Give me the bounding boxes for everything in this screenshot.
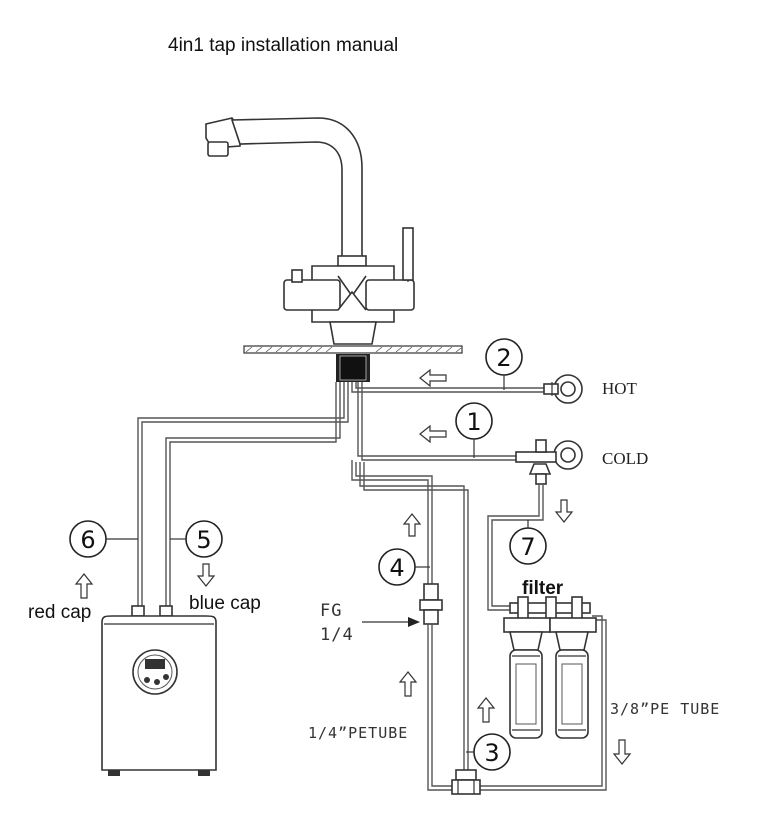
three-eighths-pe-tube-label: 3/8”PE TUBE	[610, 700, 720, 718]
tap-shank	[336, 354, 370, 382]
filter-label: filter	[522, 578, 564, 599]
fg-label-line1: FG	[320, 601, 342, 621]
callout-6: 6	[69, 520, 138, 558]
callout-3-number: 3	[484, 739, 499, 767]
filter-feed-pipe	[487, 484, 544, 611]
quarter-inch-pe-tube-label: 1/4”PETUBE	[308, 724, 408, 742]
callout-4-number: 4	[389, 554, 404, 582]
callout-6-number: 6	[80, 526, 95, 554]
callout-7-number: 7	[520, 533, 535, 561]
faucet-tap	[205, 117, 415, 345]
callout-2-number: 2	[496, 344, 511, 372]
hot-angle-valve	[543, 374, 583, 404]
fg-pointer-arrow	[362, 617, 420, 627]
red-cap-label: red cap	[28, 602, 91, 623]
diagram-title: 4in1 tap installation manual	[168, 35, 398, 56]
cold-angle-valve	[515, 439, 583, 485]
callout-4: 4	[378, 548, 430, 586]
callout-3: 3	[466, 733, 511, 771]
fg-label-line2: 1/4	[320, 625, 354, 645]
fg-fitting	[419, 583, 607, 791]
callout-5-number: 5	[196, 526, 211, 554]
filter-unit	[503, 596, 597, 739]
callout-5: 5	[170, 520, 223, 558]
blue-cap-label: blue cap	[189, 593, 261, 614]
cold-label: COLD	[602, 449, 648, 468]
countertop	[243, 345, 463, 354]
flow-arrows	[74, 368, 632, 765]
hot-label: HOT	[602, 379, 638, 398]
callout-7: 7	[509, 520, 547, 565]
callout-1: 1	[455, 402, 493, 458]
callout-1-number: 1	[466, 408, 481, 436]
boiler-tank	[101, 605, 217, 776]
bottom-tee-fitting	[451, 769, 481, 795]
callout-2: 2	[485, 338, 523, 390]
tap-pipes	[137, 382, 548, 770]
